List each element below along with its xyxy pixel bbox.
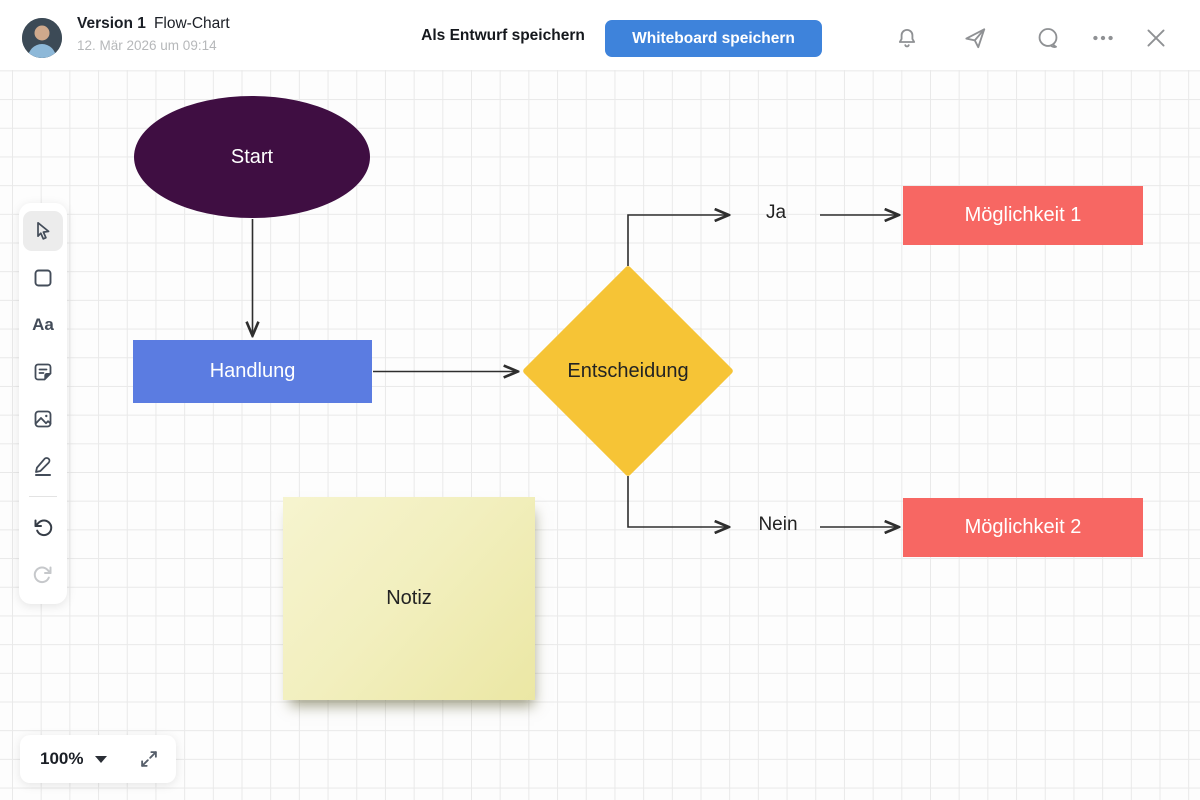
flow-node-option1[interactable]: Möglichkeit 1 <box>903 186 1143 245</box>
flow-node-action[interactable]: Handlung <box>133 340 372 403</box>
share-button[interactable] <box>962 25 988 51</box>
tool-shape[interactable] <box>23 258 63 298</box>
save-whiteboard-button[interactable]: Whiteboard speichern <box>605 20 822 57</box>
edge-label-nein[interactable]: Nein <box>758 514 798 535</box>
toolbar-divider <box>29 496 57 497</box>
close-icon <box>1143 25 1169 51</box>
document-title: Flow-Chart <box>153 15 230 32</box>
document-title-block: Version 1 Flow-Chart 12. Mär 2026 um 09:1… <box>77 14 230 56</box>
zoom-level-value: 100% <box>40 749 84 768</box>
flow-node-decision[interactable]: Entscheidung <box>521 264 735 478</box>
comments-button[interactable] <box>1035 25 1061 51</box>
zoom-control: 100% <box>20 735 176 783</box>
avatar[interactable] <box>22 18 62 58</box>
more-options-button[interactable] <box>1090 25 1116 51</box>
chat-bubble-icon <box>1035 25 1061 51</box>
edge-label-ja[interactable]: Ja <box>765 202 787 223</box>
undo-button[interactable] <box>23 507 63 547</box>
redo-button[interactable] <box>23 554 63 594</box>
redo-icon <box>31 562 55 586</box>
cursor-icon <box>31 219 55 243</box>
tool-draw[interactable] <box>23 446 63 486</box>
flow-node-option2-label: Möglichkeit 2 <box>964 516 1082 538</box>
sticky-note[interactable]: Notiz <box>283 497 535 700</box>
tool-text[interactable]: Aa <box>23 305 63 345</box>
flow-node-decision-label: Entscheidung <box>567 359 689 382</box>
tool-image[interactable] <box>23 399 63 439</box>
flow-node-start[interactable]: Start <box>134 96 370 218</box>
fit-to-screen-button[interactable] <box>138 748 160 770</box>
zoom-level-dropdown[interactable]: 100% <box>20 749 108 769</box>
image-icon <box>31 407 55 431</box>
undo-icon <box>31 515 55 539</box>
ellipsis-icon <box>1090 25 1116 51</box>
save-draft-button[interactable]: Als Entwurf speichern <box>418 24 588 48</box>
expand-icon <box>138 748 160 770</box>
tool-select[interactable] <box>23 211 63 251</box>
flow-node-option1-label: Möglichkeit 1 <box>964 204 1082 226</box>
document-timestamp: 12. Mär 2026 um 09:14 <box>77 38 217 53</box>
close-button[interactable] <box>1143 25 1169 51</box>
header-bar: Version 1 Flow-Chart 12. Mär 2026 um 09:1… <box>0 0 1200 70</box>
flow-node-action-label: Handlung <box>209 360 296 382</box>
chevron-down-icon <box>95 755 108 763</box>
bell-icon <box>894 25 920 51</box>
tools-panel: Aa <box>19 203 67 604</box>
paper-plane-icon <box>962 25 988 51</box>
square-icon <box>31 266 55 290</box>
version-label: Version 1 <box>77 15 146 32</box>
sticky-note-label: Notiz <box>386 587 432 609</box>
flow-node-option2[interactable]: Möglichkeit 2 <box>903 498 1143 557</box>
flow-node-start-label: Start <box>230 145 274 168</box>
pen-icon <box>31 454 55 478</box>
tool-sticky-note[interactable] <box>23 352 63 392</box>
text-tool-icon: Aa <box>32 315 54 334</box>
note-icon <box>31 360 55 384</box>
notifications-button[interactable] <box>894 25 920 51</box>
